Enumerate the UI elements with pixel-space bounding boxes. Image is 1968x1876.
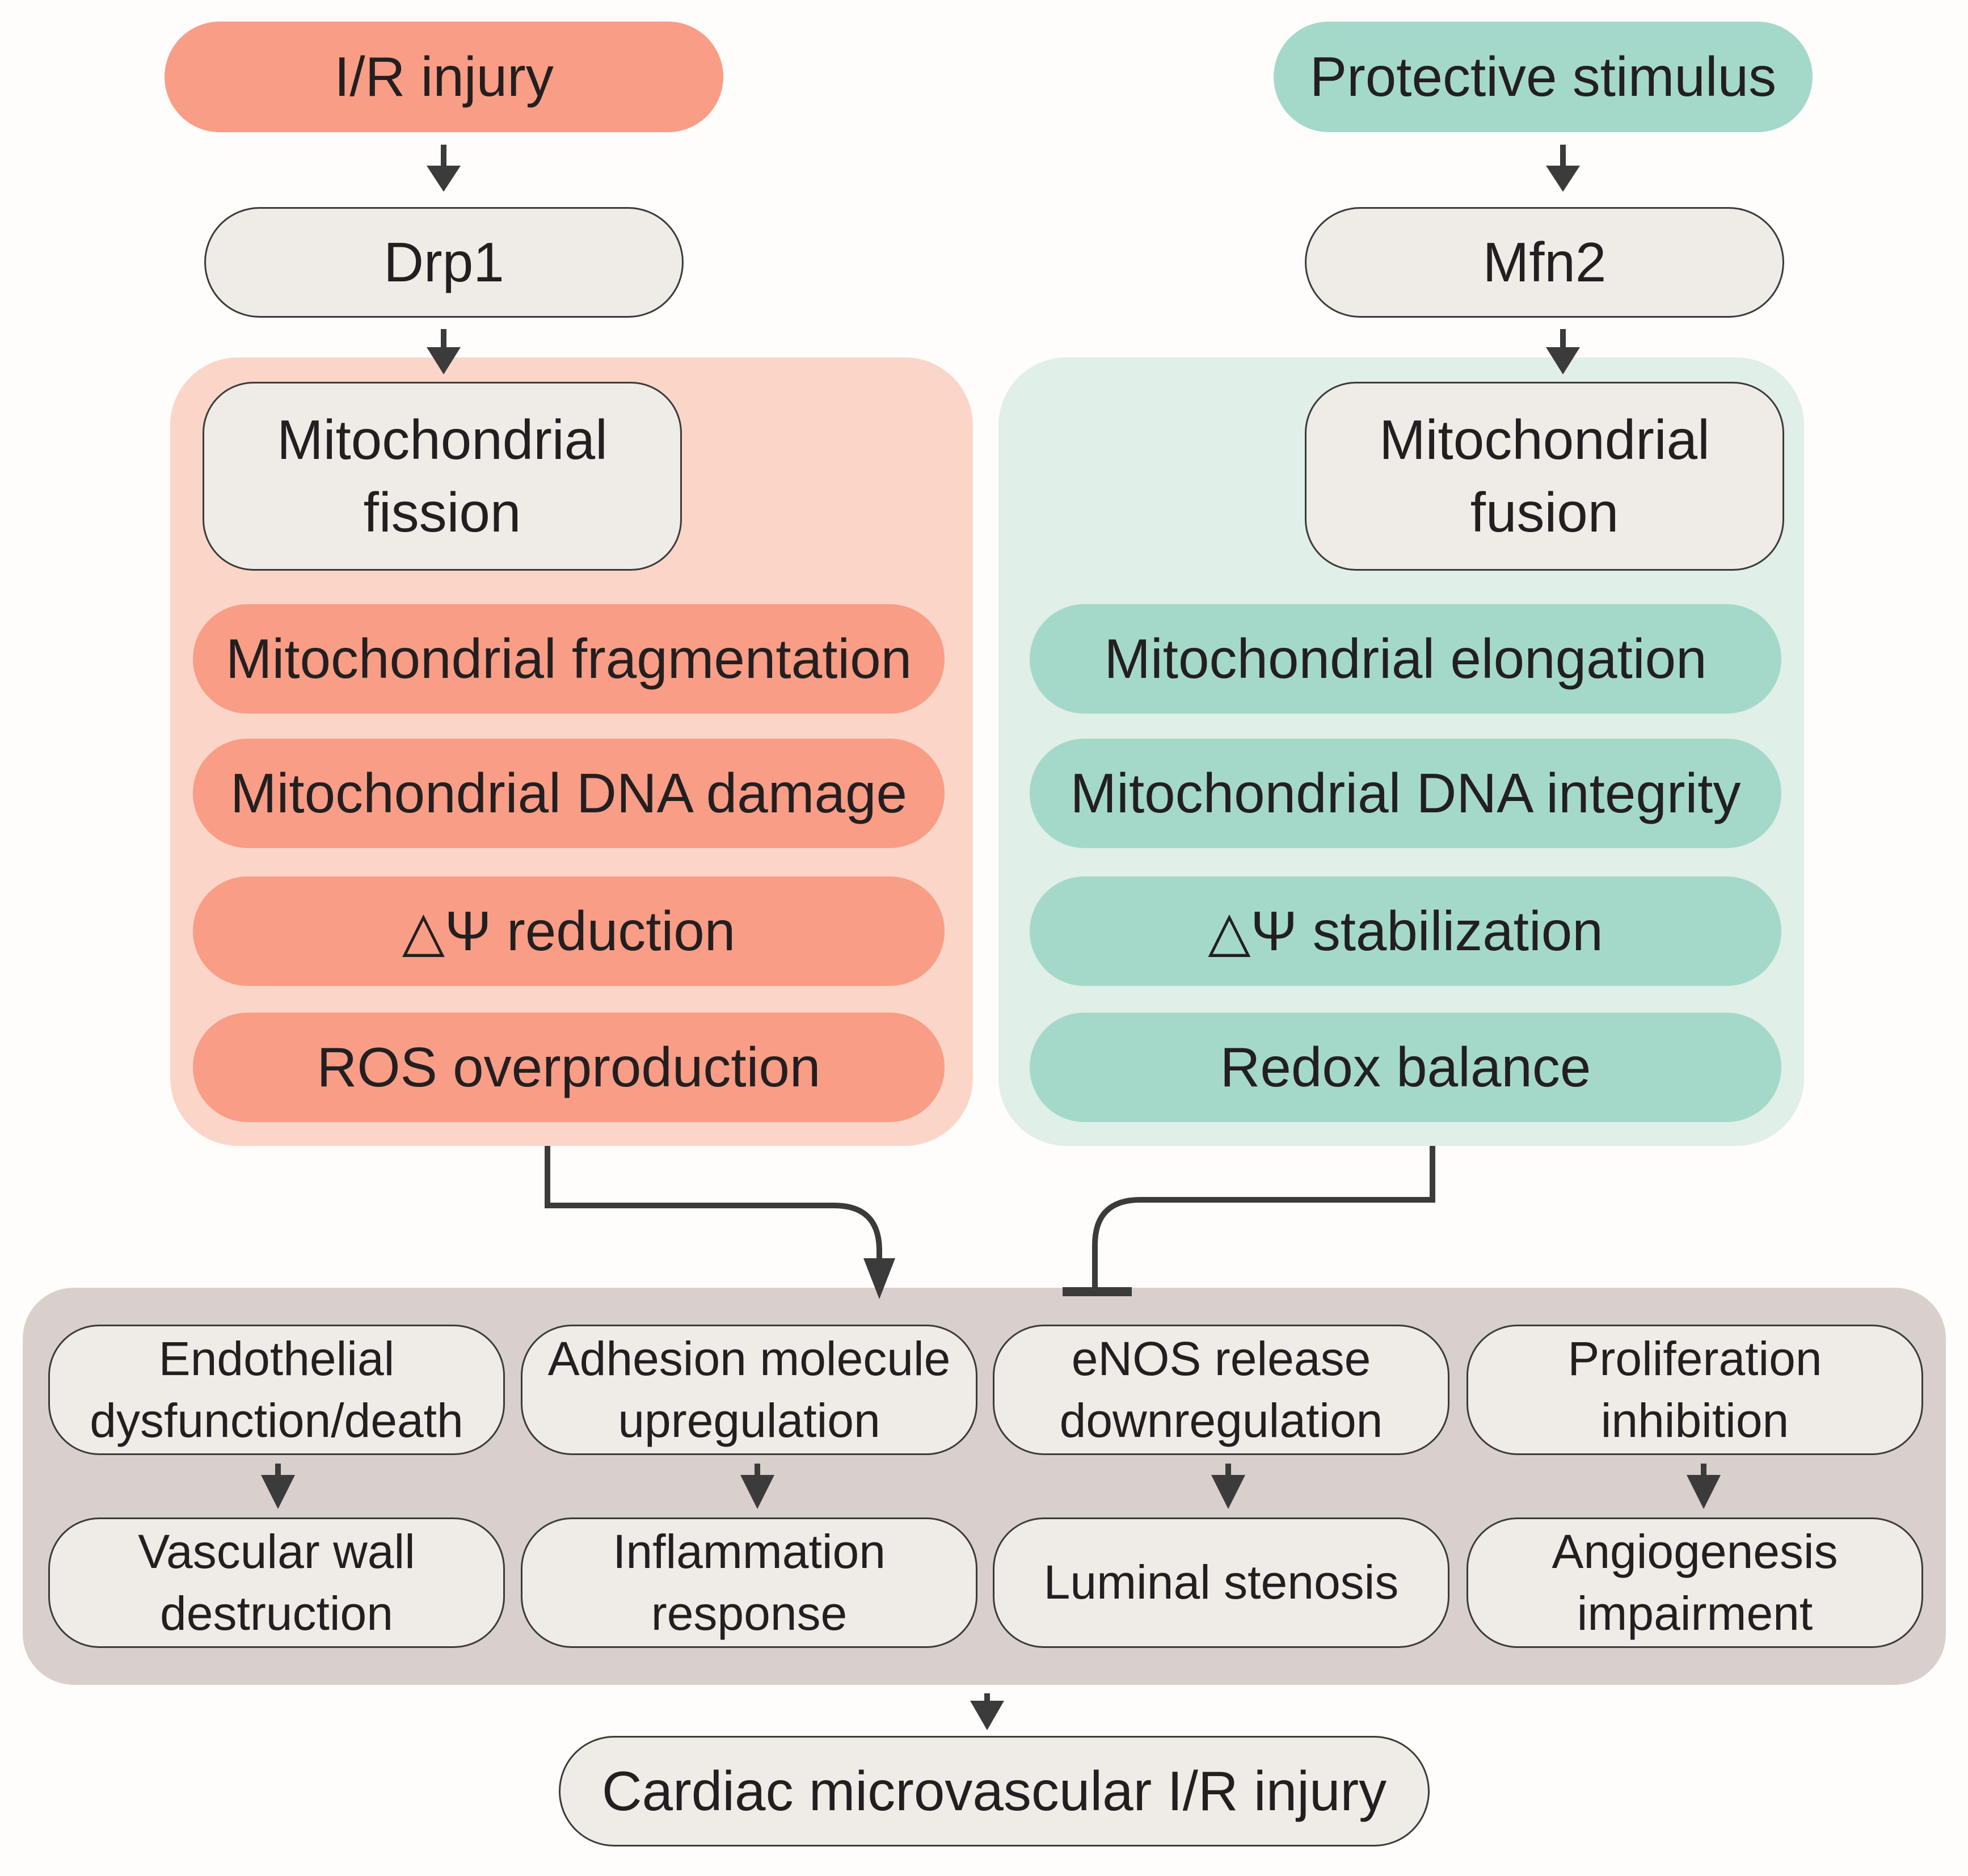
arrow-proliferation-to-angiogenesis bbox=[1687, 1464, 1721, 1509]
arrow-mfn2-to-fusion bbox=[1546, 329, 1580, 374]
arrow-trigger-to-drp1 bbox=[427, 145, 461, 192]
result-vascular-wall-destruction: Vascular wall destruction bbox=[48, 1517, 505, 1648]
cause-adhesion-molecule: Adhesion molecule upregulation bbox=[521, 1325, 977, 1455]
injury-effect-ros-overproduction: ROS overproduction bbox=[193, 1013, 945, 1122]
cause-enos-release: eNOS release downregulation bbox=[993, 1325, 1449, 1455]
final-outcome: Cardiac microvascular I/R injury bbox=[559, 1736, 1430, 1847]
protective-trigger: Protective stimulus bbox=[1274, 22, 1813, 132]
arrow-trigger-to-mfn2 bbox=[1546, 145, 1580, 192]
arrow-enos-to-stenosis bbox=[1211, 1464, 1245, 1509]
mitochondrial-fusion-node: Mitochondrial fusion bbox=[1305, 382, 1784, 571]
mitochondrial-fission-node: Mitochondrial fission bbox=[203, 382, 682, 571]
arrow-consequences-to-final bbox=[970, 1693, 1004, 1730]
protective-effect-redox-balance: Redox balance bbox=[1030, 1013, 1781, 1122]
result-angiogenesis-impairment: Angiogenesis impairment bbox=[1466, 1517, 1923, 1648]
arrow-adhesion-to-inflammation bbox=[740, 1464, 774, 1509]
injury-trigger: I/R injury bbox=[165, 22, 723, 132]
arrow-endothelial-to-vascular bbox=[261, 1464, 295, 1509]
protective-effect-potential-stabilization: △Ψ stabilization bbox=[1030, 876, 1781, 986]
result-luminal-stenosis: Luminal stenosis bbox=[993, 1517, 1449, 1648]
injury-effect-fragmentation: Mitochondrial fragmentation bbox=[193, 604, 945, 714]
cause-proliferation-inhibition: Proliferation inhibition bbox=[1466, 1325, 1923, 1455]
injury-effect-potential-reduction: △Ψ reduction bbox=[193, 876, 945, 986]
result-inflammation-response: Inflammation response bbox=[521, 1517, 977, 1648]
arrow-injury-to-consequences bbox=[545, 1146, 882, 1262]
cause-endothelial-dysfunction: Endothelial dysfunction/death bbox=[48, 1325, 505, 1455]
injury-effect-dna-damage: Mitochondrial DNA damage bbox=[193, 739, 945, 848]
arrow-drp1-to-fission bbox=[427, 329, 461, 374]
inhibition-protective-to-consequences bbox=[1092, 1146, 1435, 1291]
protective-effect-dna-integrity: Mitochondrial DNA integrity bbox=[1030, 739, 1781, 848]
mfn2-node: Mfn2 bbox=[1305, 207, 1784, 318]
drp1-node: Drp1 bbox=[204, 207, 684, 318]
protective-effect-elongation: Mitochondrial elongation bbox=[1030, 604, 1781, 714]
